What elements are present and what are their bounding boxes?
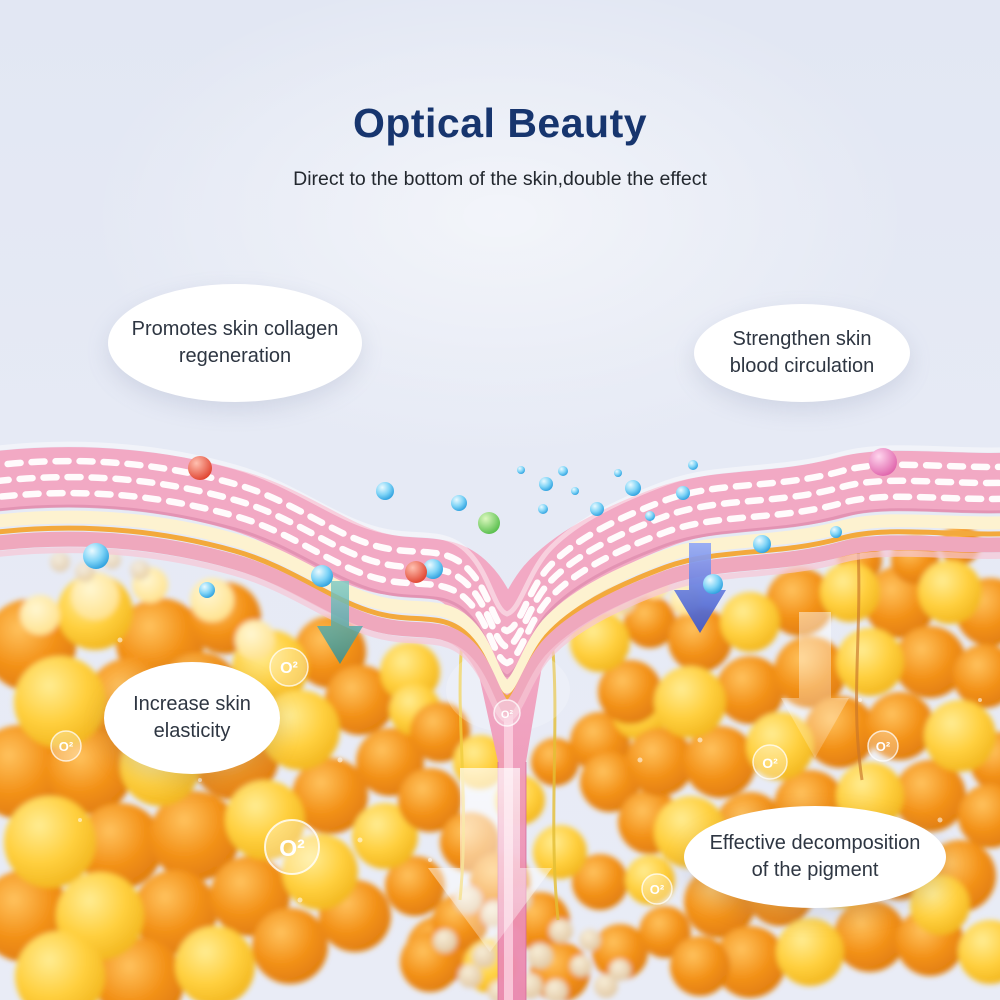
oxygen-bubble: O² — [264, 819, 320, 875]
red-sphere — [188, 456, 212, 480]
callout-label: Increase skin elasticity — [133, 693, 251, 742]
page-subtitle: Direct to the bottom of the skin,double … — [293, 168, 707, 190]
oxygen-bubbles: O² O² O² O² O² O² — [50, 647, 899, 905]
oxygen-bubble: O² — [752, 744, 788, 780]
o2-label: O² — [650, 882, 665, 897]
callout-label: Effective decomposition of the pigment — [709, 832, 921, 881]
teal-down-arrow-icon — [317, 581, 363, 664]
oxygen-bubble: O² — [493, 699, 521, 727]
callout-label: Strengthen skin blood circulation — [729, 328, 875, 377]
callout-label: Promotes skin collagen regeneration — [131, 318, 339, 367]
green-sphere — [478, 512, 500, 534]
o2-label: O² — [280, 660, 298, 677]
callout-skin-elasticity: Increase skin elasticity — [104, 662, 280, 774]
white-down-arrow-icon-right — [781, 612, 849, 758]
o2-label: O² — [59, 739, 74, 754]
oxygen-bubble: O² — [50, 730, 82, 762]
blue-down-arrow-icon — [674, 543, 726, 633]
pink-sphere — [869, 448, 897, 476]
molecule-spheres — [83, 448, 897, 598]
arrows — [317, 543, 849, 952]
callout-pigment-decomposition: Effective decomposition of the pigment — [684, 806, 946, 908]
o2-label: O² — [501, 709, 514, 721]
red-sphere — [405, 561, 427, 583]
o2-label: O² — [876, 739, 891, 754]
o2-label: O² — [762, 755, 778, 771]
white-down-arrow-icon-center — [428, 768, 552, 952]
callout-blood-circulation: Strengthen skin blood circulation — [694, 304, 910, 402]
oxygen-bubble: O² — [867, 730, 899, 762]
o2-label: O² — [279, 835, 305, 861]
page-title: Optical Beauty — [352, 100, 648, 146]
oxygen-bubble: O² — [269, 647, 309, 687]
callout-collagen-regeneration: Promotes skin collagen regeneration — [108, 284, 362, 402]
oxygen-bubble: O² — [641, 873, 673, 905]
